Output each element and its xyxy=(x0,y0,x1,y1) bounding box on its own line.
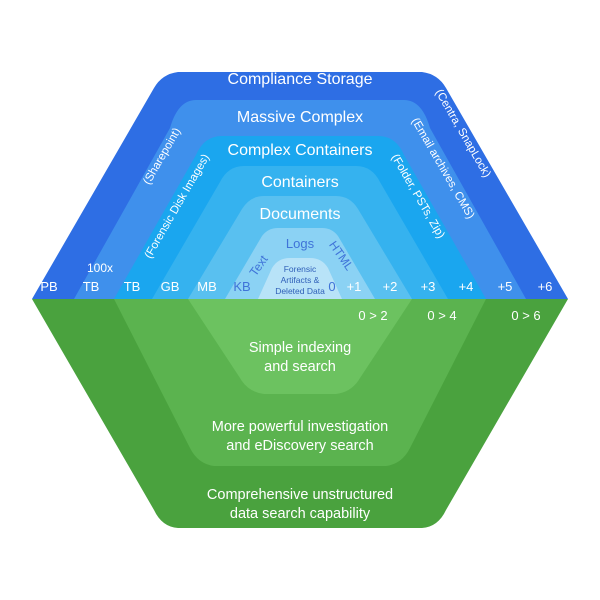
scale-pb: PB xyxy=(40,279,57,294)
scale-plus2: +2 xyxy=(383,279,398,294)
scale-tb-2: TB xyxy=(124,279,141,294)
scale-mb: MB xyxy=(197,279,217,294)
label-simple-line2: and search xyxy=(264,359,336,375)
scale-plus4: +4 xyxy=(459,279,474,294)
scale-100x: 100x xyxy=(87,261,113,275)
scale-gb: GB xyxy=(161,279,180,294)
range-0-6: 0 > 6 xyxy=(511,308,540,323)
label-containers: Containers xyxy=(261,174,338,191)
scale-plus6: +6 xyxy=(538,279,553,294)
label-massive-complex: Massive Complex xyxy=(237,109,363,126)
label-comprehensive-line2: data search capability xyxy=(230,506,371,522)
capability-simple xyxy=(188,299,412,394)
label-complex-containers: Complex Containers xyxy=(228,142,373,159)
label-forensic-line2: Artifacts & xyxy=(281,275,320,285)
layer-forensic-artifacts xyxy=(258,258,342,299)
scale-plus5: +5 xyxy=(498,279,513,294)
scale-tb-1: TB xyxy=(83,279,100,294)
scale-plus3: +3 xyxy=(421,279,436,294)
label-powerful-line2: and eDiscovery search xyxy=(226,438,374,454)
label-forensic-line3: Deleted Data xyxy=(275,286,325,296)
range-0-4: 0 > 4 xyxy=(427,308,456,323)
scale-kb: KB xyxy=(233,279,250,294)
label-forensic-line1: Forensic xyxy=(284,264,317,274)
label-documents: Documents xyxy=(260,206,341,223)
range-0-2: 0 > 2 xyxy=(358,308,387,323)
label-simple-line1: Simple indexing xyxy=(249,340,351,356)
scale-0: 0 xyxy=(328,279,335,294)
label-comprehensive-line1: Comprehensive unstructured xyxy=(207,487,393,503)
label-powerful-line1: More powerful investigation xyxy=(212,419,389,435)
label-compliance-storage: Compliance Storage xyxy=(228,71,373,88)
scale-plus1: +1 xyxy=(347,279,362,294)
label-logs: Logs xyxy=(286,236,315,251)
